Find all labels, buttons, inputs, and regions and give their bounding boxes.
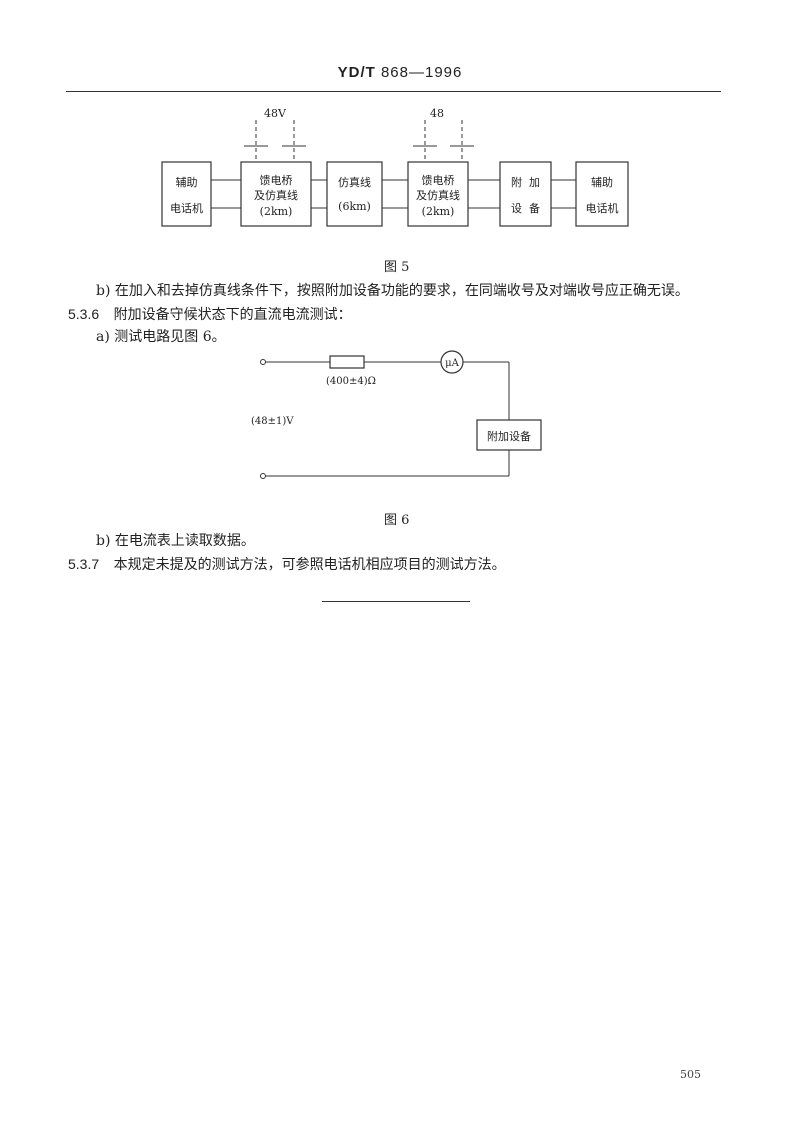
feed-bridge-left-line2: 及仿真线	[254, 188, 298, 202]
figure-5-diagram: 48V 48 辅助 电话机 馈电桥 及仿真线 (2km) 仿真线 (6km) 馈…	[161, 107, 629, 227]
resistor-symbol	[329, 355, 365, 369]
standard-number: 868—1996	[380, 64, 463, 81]
microammeter-label: μA	[445, 358, 459, 369]
feed-bridge-left-line3: (2km)	[260, 205, 293, 218]
section-5-3-7-text: 本规定未提及的测试方法，可参照电话机相应项目的测试方法。	[113, 557, 506, 573]
terminal-bottom	[260, 473, 266, 479]
additional-equipment-label: 附加设备	[487, 429, 531, 443]
terminal-top	[260, 359, 266, 365]
page-header: YD/T 868—1996	[0, 64, 800, 81]
additional-equipment-line2: 设 备	[511, 201, 540, 215]
artificial-line-box	[326, 161, 383, 227]
feed-bridge-right-line1: 馈电桥	[422, 174, 455, 187]
artificial-line-line2: (6km)	[338, 200, 371, 213]
section-5-3-6-heading: 5.3.6 附加设备守候状态下的直流电流测试：	[68, 304, 352, 324]
paragraph-5-3-5-b: b) 在加入和去掉仿真线条件下，按照附加设备功能的要求，在同端收号及对端收号应正…	[96, 283, 689, 299]
aux-phone-right-line1: 辅助	[591, 175, 613, 189]
figure-5-caption: 图 5	[384, 260, 410, 275]
feed-bridge-right-line3: (2km)	[422, 205, 455, 218]
voltage-label-left: 48V	[264, 107, 287, 120]
additional-equipment-line1: 附 加	[511, 175, 540, 189]
paragraph-5-3-6-b: b) 在电流表上读取数据。	[96, 533, 255, 549]
feed-bridge-right-line2: 及仿真线	[416, 188, 460, 202]
section-5-3-7-number: 5.3.7	[68, 556, 100, 572]
page-number: 505	[680, 1068, 701, 1081]
aux-phone-right-box	[575, 161, 629, 227]
aux-phone-right-line2: 电话机	[586, 201, 619, 215]
supply-voltage-label: (48±1)V	[251, 416, 294, 427]
artificial-line-line1: 仿真线	[338, 175, 371, 189]
voltage-label-right: 48	[430, 107, 444, 120]
line-wires	[211, 179, 576, 209]
section-5-3-6-number: 5.3.6	[68, 306, 100, 322]
aux-phone-left-line1: 辅助	[176, 175, 198, 189]
aux-phone-left-box	[161, 161, 212, 227]
feed-bridge-left-line1: 馈电桥	[260, 174, 293, 187]
standard-prefix: YD/T	[337, 64, 376, 81]
figure-6-caption: 图 6	[384, 513, 410, 528]
paragraph-5-3-6-a: a) 测试电路见图 6。	[96, 329, 226, 345]
resistor-label: (400±4)Ω	[326, 376, 376, 387]
section-5-3-6-title: 附加设备守候状态下的直流电流测试：	[113, 307, 352, 323]
additional-equipment-box	[476, 419, 542, 451]
figure-6-circuit: μA 附加设备 (400±4)Ω (48±1)V	[251, 350, 542, 479]
aux-phone-left-line2: 电话机	[170, 201, 203, 215]
feed-bridge-left-box	[240, 161, 312, 227]
section-5-3-7-heading: 5.3.7 本规定未提及的测试方法，可参照电话机相应项目的测试方法。	[68, 554, 506, 574]
header-rule	[66, 91, 721, 92]
additional-equipment-box	[499, 161, 552, 227]
feed-bridge-right-box	[407, 161, 469, 227]
end-of-standard-rule	[322, 601, 470, 602]
